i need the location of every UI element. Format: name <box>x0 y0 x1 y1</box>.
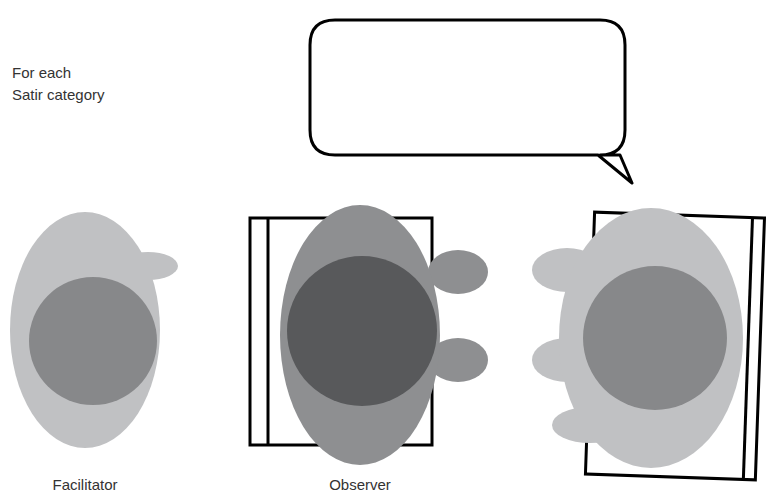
observer-figure <box>250 205 488 465</box>
role-label: Facilitator <box>10 474 160 496</box>
speech-bubble <box>310 20 632 183</box>
role-label: Observer <box>285 474 435 496</box>
instruction-note: For each Satir category <box>12 62 105 106</box>
facilitator-figure <box>10 212 178 448</box>
speaker-figure <box>532 208 764 480</box>
